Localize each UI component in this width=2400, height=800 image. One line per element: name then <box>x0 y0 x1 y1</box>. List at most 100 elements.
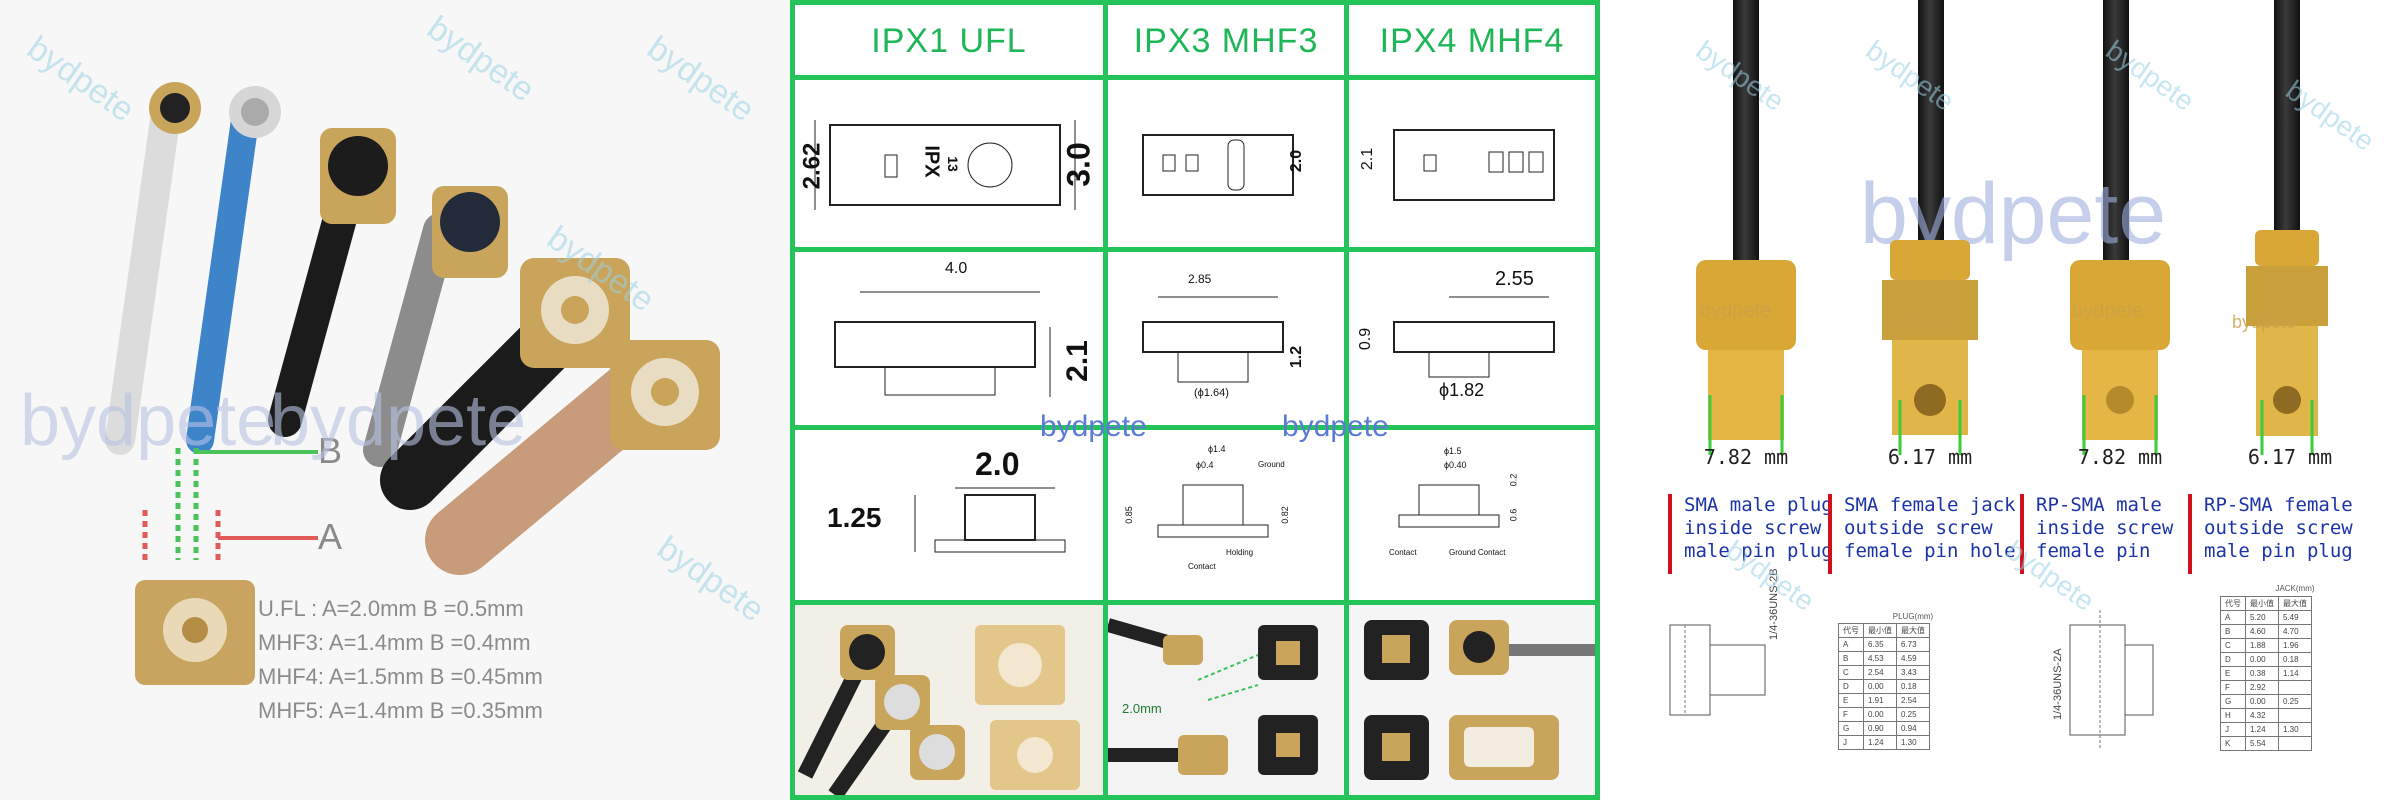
cable-3 <box>2103 0 2129 270</box>
table-cell: 3.43 <box>1896 665 1930 680</box>
mhf4-photo <box>1344 600 1600 800</box>
spec-mhf5: MHF5: A=1.4mm B =0.35mm <box>258 698 543 723</box>
table-cell: A <box>2220 610 2246 625</box>
table-cell: F <box>1838 707 1864 722</box>
ufl-top-number: 13 <box>944 156 961 172</box>
table-cell: 0.00 <box>1863 679 1897 694</box>
header-ipx4: IPX4 MHF4 <box>1344 0 1600 80</box>
table-header-cell: 最小值 <box>2245 596 2279 611</box>
spec-mhf4: MHF4: A=1.5mm B =0.45mm <box>258 664 543 689</box>
mhf4-profile-d2: ϕ0.40 <box>1444 460 1467 470</box>
desc-line: inside screw <box>1684 517 1822 539</box>
table-cell: 5.49 <box>2278 610 2312 625</box>
mhf3-side-height: 1.2 <box>1288 345 1306 369</box>
desc-line: RP-SMA male <box>2036 494 2162 516</box>
table-cell: 1.91 <box>1863 693 1897 708</box>
table-cell: 0.25 <box>2278 694 2312 709</box>
connector-comparison-grid: IPX1 UFL IPX3 MHF3 IPX4 MHF4 2.62 3.0 IP… <box>790 0 1600 800</box>
ufl-top-view: 2.62 3.0 IPX 13 <box>790 75 1108 252</box>
ufl-profile-drawing <box>914 487 1066 553</box>
mhf3-profile-drawing <box>1157 484 1269 538</box>
mhf4-profile-h2: 0.6 <box>1508 508 1519 522</box>
watermark-on-connector: bydpete <box>1700 300 1772 322</box>
table-cell: E <box>2220 666 2246 681</box>
mhf3-top-drawing <box>1142 134 1294 196</box>
table-cell: H <box>2220 708 2246 723</box>
spec-mhf3: MHF3: A=1.4mm B =0.4mm <box>258 630 531 655</box>
table-cell: 1.30 <box>1896 735 1930 750</box>
ufl-top-drawing <box>814 120 1076 210</box>
desc-sma-female: SMA female jack outside screw female pin… <box>1828 494 2016 574</box>
table-cell: 0.25 <box>1896 707 1930 722</box>
ufl-side-view: 4.0 2.1 <box>790 247 1108 430</box>
table-cell: D <box>2220 652 2246 667</box>
table-cell: 4.32 <box>2245 708 2279 723</box>
sma-connector-panel: bydpete 7.82 mm 6.17 mm 7.82 mm 6.17 mm … <box>1600 0 2400 800</box>
table-header-cell: 最大值 <box>1896 623 1930 638</box>
mhf3-profile-h: 0.82 <box>1279 506 1290 524</box>
mhf3-profile-ground: Ground <box>1258 460 1285 469</box>
table-header-cell: 最小值 <box>1863 623 1897 638</box>
mhf4-top-height: 2.1 <box>1359 147 1377 171</box>
desc-line: female pin hole <box>1844 540 2016 562</box>
table-cell: D <box>1838 679 1864 694</box>
table-header-row: 代号最小值最大值 <box>2220 596 2312 611</box>
spec-ufl: U.FL : A=2.0mm B =0.5mm <box>258 596 524 621</box>
table-cell: 0.00 <box>2245 694 2279 709</box>
table-cell: 6.73 <box>1896 637 1930 652</box>
header-ipx1-label: IPX1 UFL <box>871 22 1027 60</box>
table-cell: 0.90 <box>1863 721 1897 736</box>
left-photo-panel: B A U.FL : A=2.0mm B =0.5mm MHF3: A=1.4m… <box>0 0 790 800</box>
mhf4-profile-ground: Ground Contact <box>1449 548 1506 557</box>
ufl-profile-view: 2.0 1.25 <box>790 425 1108 605</box>
mhf3-profile-d2: ϕ0.4 <box>1196 460 1214 470</box>
table-cell: 0.94 <box>1896 721 1930 736</box>
desc-line: SMA male plug <box>1684 494 1833 516</box>
table-cell: A <box>1838 637 1864 652</box>
mhf4-side-height: 0.9 <box>1357 327 1375 351</box>
mhf4-profile-view: ϕ1.5 ϕ0.40 0.2 0.6 Contact Ground Contac… <box>1344 425 1600 605</box>
header-ipx4-label: IPX4 MHF4 <box>1379 22 1565 60</box>
mhf4-profile-d1: ϕ1.5 <box>1444 446 1462 456</box>
table-cell <box>2278 708 2312 723</box>
watermark: bydpete <box>1040 410 1147 443</box>
table-header-row: 代号最小值最大值 <box>1838 623 1930 638</box>
table-cell: 5.54 <box>2245 736 2279 751</box>
table-cell: 0.00 <box>2245 652 2279 667</box>
sma-technical-drawings <box>1669 610 2154 750</box>
desc-line: inside screw <box>2036 517 2174 539</box>
table-cell: 4.59 <box>1896 651 1930 666</box>
table-cell: 1.88 <box>2245 638 2279 653</box>
table-cell: B <box>1838 651 1864 666</box>
ufl-side-width: 4.0 <box>945 260 968 277</box>
table-cell <box>2278 680 2312 695</box>
measure-rpsma-female: 6.17 mm <box>2247 445 2333 469</box>
jack-table-title: JACK(mm) <box>2275 584 2315 593</box>
desc-line: male pin plug <box>2204 540 2353 562</box>
table-cell: 4.70 <box>2278 624 2312 639</box>
table-cell: 1.96 <box>2278 638 2312 653</box>
watermark-on-connector: bydpete <box>1886 312 1951 332</box>
table-cell: 5.20 <box>2245 610 2279 625</box>
desc-sma-male: SMA male plug inside screw male pin plug <box>1668 494 1833 574</box>
watermark-on-connector: bydpete <box>2072 300 2144 322</box>
watermark-on-connector: bydpete <box>2232 312 2297 332</box>
table-cell: 2.92 <box>2245 680 2279 695</box>
ufl-top-width: 2.62 <box>798 142 826 190</box>
desc-rpsma-female: RP-SMA female outside screw male pin plu… <box>2188 494 2353 574</box>
